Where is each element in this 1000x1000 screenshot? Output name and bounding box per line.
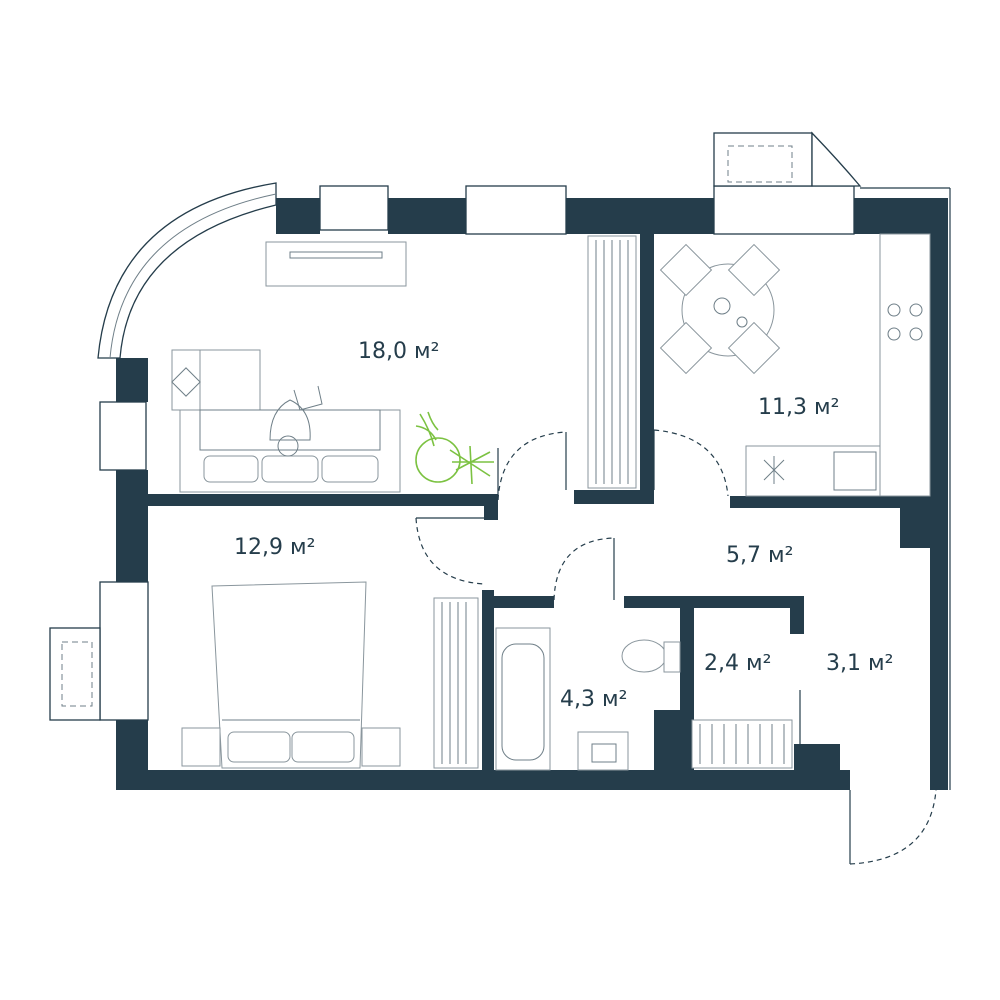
doors <box>415 429 937 865</box>
living-furniture <box>171 241 494 493</box>
area-label-living: 18,0 м² <box>358 339 439 364</box>
area-label-bath: 4,3 м² <box>560 687 627 712</box>
bath-fixtures <box>495 627 681 771</box>
area-label-kitchen: 11,3 м² <box>758 395 839 420</box>
area-label-corridor: 3,1 м² <box>826 651 893 676</box>
bedroom-furniture <box>181 581 401 769</box>
window-frames <box>49 131 951 790</box>
walls <box>116 198 948 790</box>
area-label-hall: 5,7 м² <box>726 543 793 568</box>
area-labels: 18,0 м² 11,3 м² 12,9 м² 5,7 м² 4,3 м² 2,… <box>234 339 893 712</box>
area-label-bedroom: 12,9 м² <box>234 535 315 560</box>
kitchen-furniture <box>659 233 931 497</box>
wardrobes <box>433 235 793 769</box>
area-label-closet: 2,4 м² <box>704 651 771 676</box>
